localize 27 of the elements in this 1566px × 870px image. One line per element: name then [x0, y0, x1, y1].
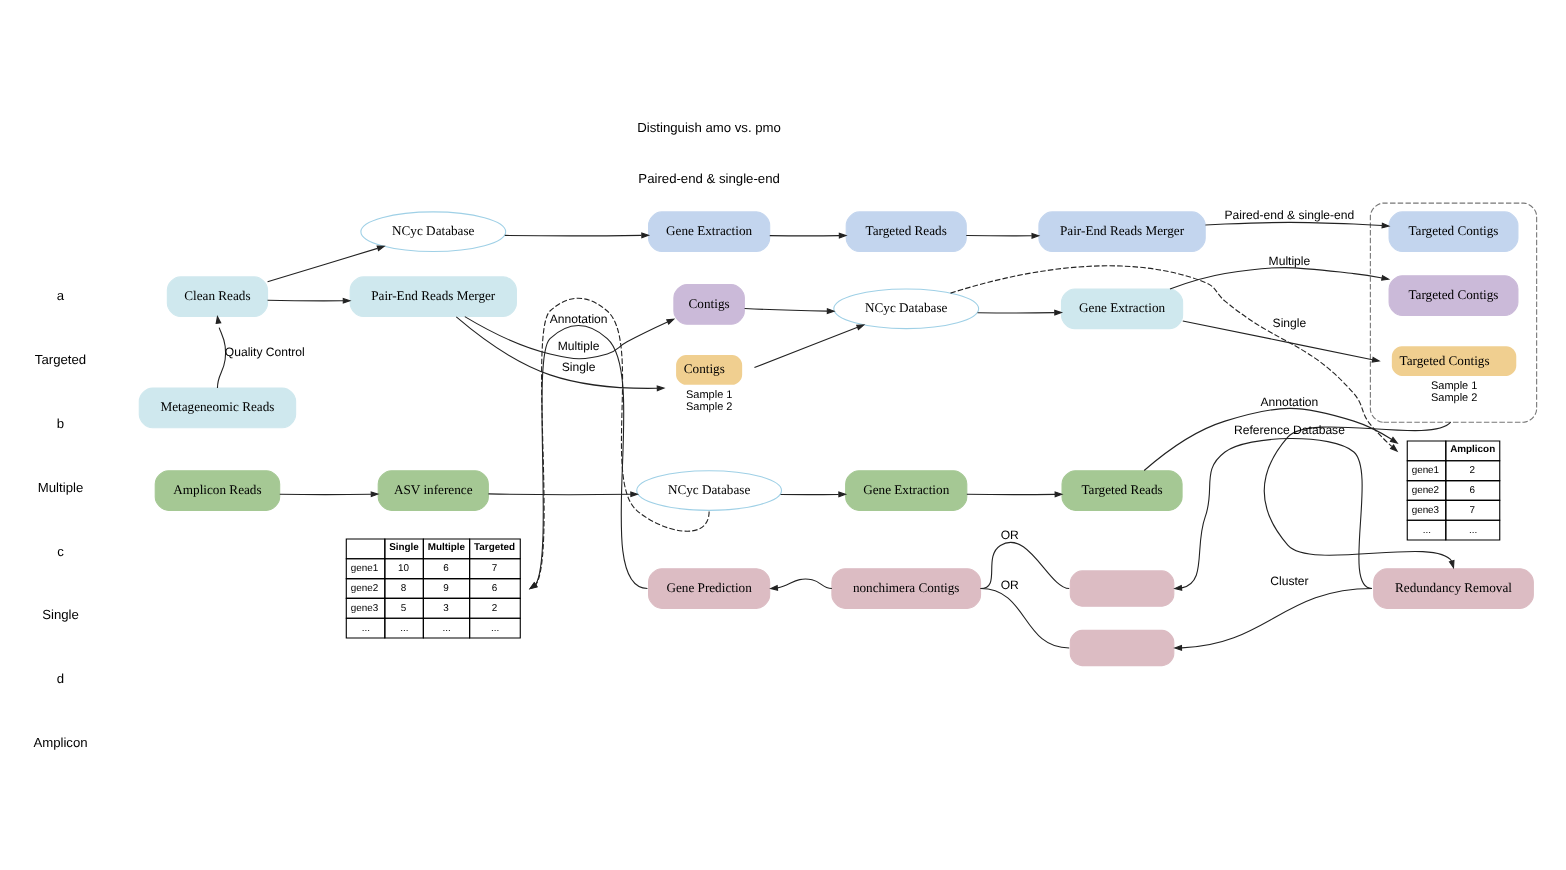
arrow [1203, 220, 1390, 228]
arrow [214, 313, 226, 388]
arrow [1168, 266, 1390, 289]
arrow [768, 231, 847, 238]
arrow [266, 296, 351, 303]
connector [979, 586, 1069, 648]
arrow [486, 490, 639, 497]
arrow [1142, 406, 1398, 471]
arrow [768, 577, 832, 590]
node-box [1068, 569, 1174, 606]
connector [979, 541, 1069, 589]
arrow [278, 490, 379, 497]
arrow [1172, 436, 1372, 590]
arrow [779, 490, 847, 497]
arrow [266, 244, 385, 282]
arrow [965, 490, 1063, 497]
arrow [454, 315, 665, 391]
arrow [743, 306, 835, 314]
arrow [949, 264, 1398, 452]
arrow [752, 323, 865, 368]
arrow [503, 231, 650, 238]
arrow [964, 231, 1040, 238]
arrow [463, 315, 675, 359]
arrow [1181, 319, 1380, 362]
arrow [1172, 586, 1372, 650]
arrow [976, 308, 1063, 315]
node-box [1068, 628, 1174, 666]
